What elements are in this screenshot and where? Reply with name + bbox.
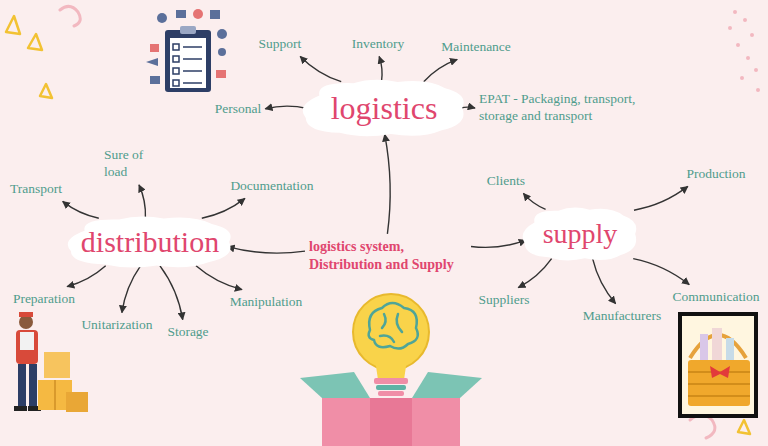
arrow-connector: [471, 240, 526, 247]
arrow-connector: [139, 185, 145, 218]
label-text: Clients: [487, 173, 525, 190]
branch-label: Inventory: [352, 36, 404, 53]
arrow-connector: [227, 247, 305, 254]
label-text: Unitarization: [81, 317, 152, 334]
branch-label: Preparation: [13, 291, 75, 308]
arrow-connector: [63, 201, 99, 218]
branch-label: Clients: [487, 173, 525, 190]
arrow-connector: [202, 198, 245, 218]
branch-label: Manipulation: [230, 294, 303, 311]
branch-label: Support: [259, 36, 302, 53]
label-text: Suppliers: [478, 292, 529, 309]
label-text: Storage: [167, 324, 208, 341]
arrow-connector: [122, 266, 141, 313]
label-text: logistics system, Distribution and Suppl…: [309, 238, 467, 274]
arrow-connector: [385, 134, 390, 234]
branch-label: Documentation: [230, 178, 313, 195]
label-text: Communication: [673, 289, 760, 306]
arrow-connector: [634, 186, 688, 210]
branch-label: Suppliers: [478, 292, 529, 309]
branch-label: Storage: [167, 324, 208, 341]
branch-label: Sure of load: [104, 147, 166, 181]
branch-label: Manufacturers: [583, 308, 662, 325]
branch-label: Transport: [10, 181, 62, 198]
arrow-connector: [523, 193, 545, 209]
arrow-connector: [160, 266, 183, 320]
branch-label: Production: [686, 166, 745, 183]
cloud-node: logistics: [299, 77, 469, 139]
label-text: Transport: [10, 181, 62, 198]
label-text: Manufacturers: [583, 308, 662, 325]
arrow-connector: [300, 56, 341, 81]
label-text: Support: [259, 36, 302, 53]
branch-label: Unitarization: [81, 317, 152, 334]
topic-text: logistics: [331, 92, 438, 124]
topic-text: supply: [543, 220, 618, 248]
label-text: Inventory: [352, 36, 404, 53]
cloud-node: supply: [520, 205, 640, 263]
label-text: Maintenance: [441, 39, 511, 56]
label-text: Manipulation: [230, 294, 303, 311]
topic-text: distribution: [81, 227, 219, 257]
arrow-connector: [424, 59, 458, 81]
central-topic: logistics system, Distribution and Suppl…: [309, 238, 467, 274]
label-text: Sure of load: [104, 147, 166, 181]
arrow-connector: [518, 259, 551, 288]
branch-label: Maintenance: [441, 39, 511, 56]
arrow-connector: [265, 106, 307, 109]
label-text: Production: [686, 166, 745, 183]
branch-label: Communication: [673, 289, 760, 306]
label-text: Personal: [215, 101, 262, 118]
branch-label: EPAT - Packaging, transport, storage and…: [479, 91, 669, 125]
label-text: Documentation: [230, 178, 313, 195]
arrow-connector: [67, 266, 106, 287]
arrow-connector: [633, 259, 689, 285]
arrow-connector: [593, 259, 616, 304]
arrow-connector: [379, 56, 382, 81]
arrow-connector: [196, 266, 242, 290]
branch-label: Personal: [215, 101, 262, 118]
label-text: Preparation: [13, 291, 75, 308]
cloud-node: distribution: [64, 214, 236, 270]
label-text: EPAT - Packaging, transport, storage and…: [479, 91, 669, 125]
